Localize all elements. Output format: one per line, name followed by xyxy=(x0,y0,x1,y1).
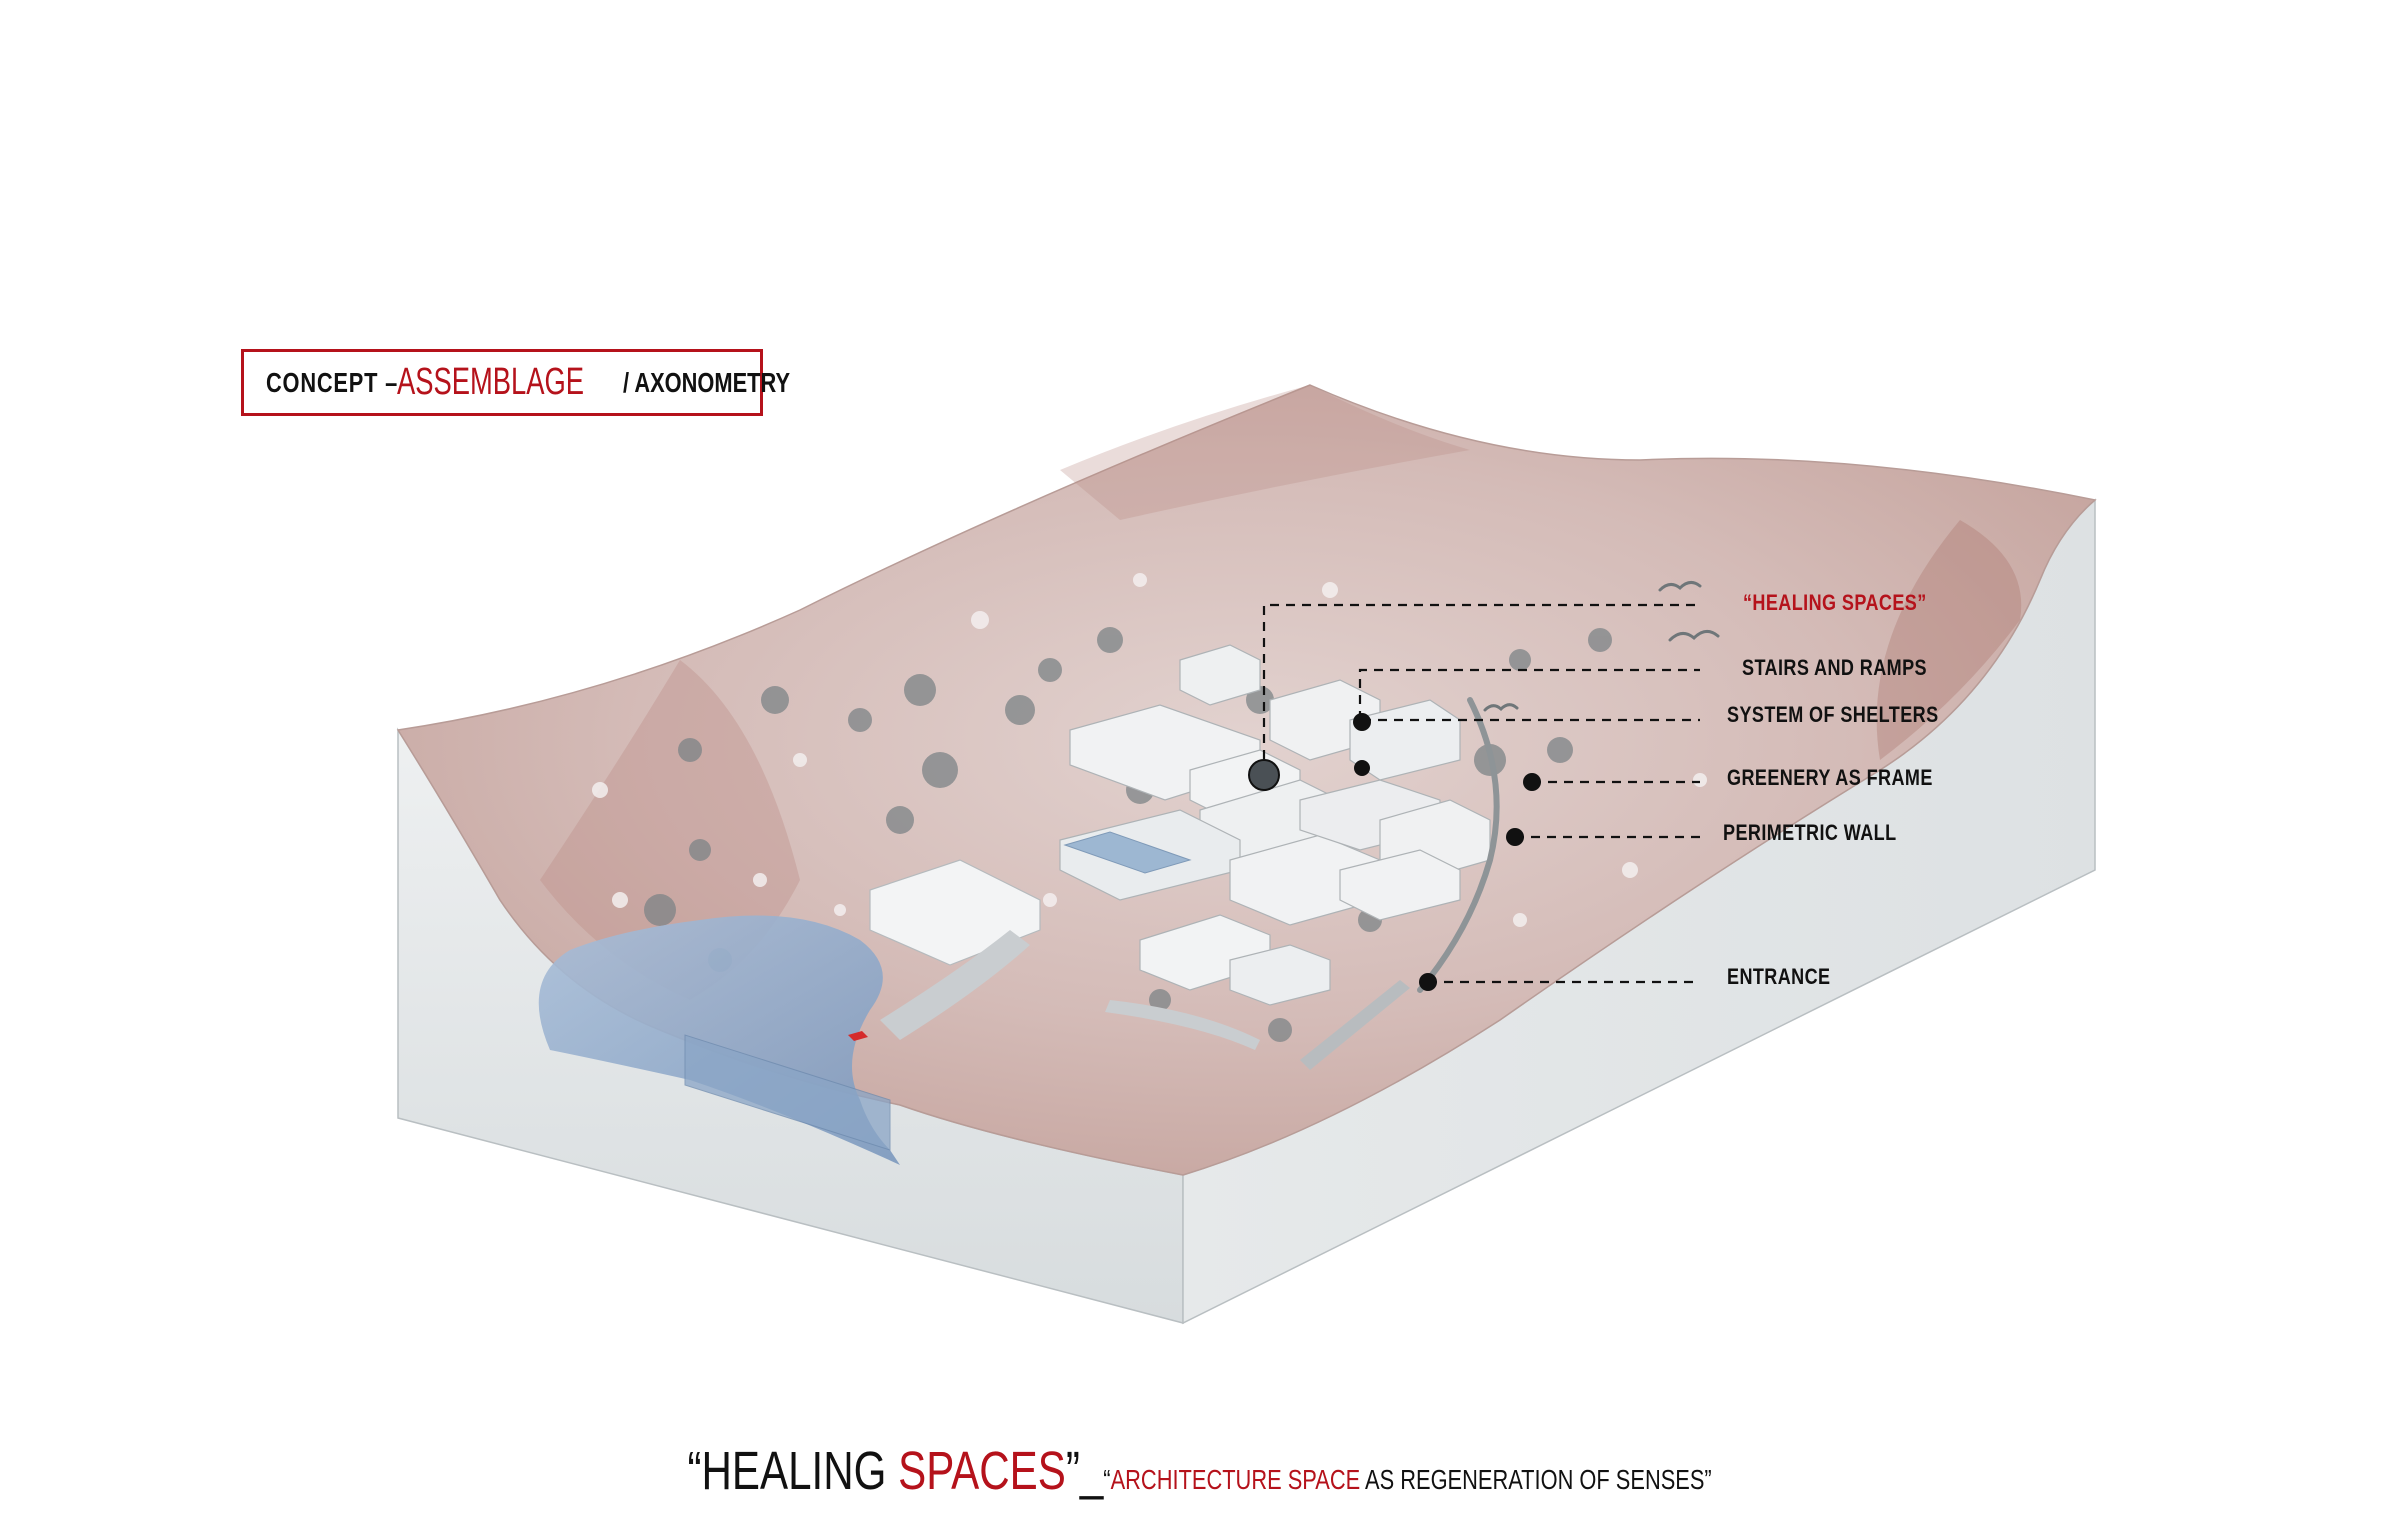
annotation-healing-spaces: “HEALING SPACES” xyxy=(1743,590,1927,615)
concept-label: CONCEPT – xyxy=(266,366,399,398)
axonometry-label: / AXONOMETRY xyxy=(623,366,791,398)
footer-quote-close: ”_ xyxy=(1066,1441,1104,1501)
pale-tree-cluster xyxy=(592,573,1707,927)
footer-sub-open: “ xyxy=(1103,1464,1112,1495)
assemblage-label: ASSEMBLAGE xyxy=(397,361,585,403)
leader-lines xyxy=(1262,603,1700,984)
perimetric-wall xyxy=(1417,697,1500,993)
annotation-perimetric-wall: PERIMETRIC WALL xyxy=(1723,820,1897,845)
annotation-stairs-and-ramps: STAIRS AND RAMPS xyxy=(1742,655,1927,680)
ramp-path-3 xyxy=(1300,980,1410,1070)
leader-dots xyxy=(1248,713,1541,991)
terrain-shade-top xyxy=(1060,385,1470,520)
footer-caption: “HEALING SPACES”_“ARCHITECTURE SPACE AS … xyxy=(0,1440,2400,1502)
terrain-shade-right xyxy=(1876,520,2022,760)
building-complex xyxy=(1059,644,1491,1006)
leader-healing-spaces xyxy=(1262,603,1700,775)
footer-sub-red: ARCHITECTURE SPACE xyxy=(1111,1464,1361,1495)
birds xyxy=(1483,581,1720,712)
ramp-path-2 xyxy=(1105,1000,1260,1050)
pool xyxy=(1063,831,1192,874)
footer-sub-rest: AS REGENERATION OF SENSES” xyxy=(1360,1464,1713,1495)
red-marker xyxy=(848,1031,868,1041)
footer-quote-open: “HEALING xyxy=(687,1441,899,1501)
ramp-path xyxy=(880,930,1030,1040)
annotation-entrance: ENTRANCE xyxy=(1727,964,1831,989)
water-pavilion xyxy=(869,859,1041,966)
footer-quote-red: SPACES xyxy=(898,1441,1067,1501)
annotation-greenery-as-frame: GREENERY AS FRAME xyxy=(1727,765,1933,790)
concept-title-box: CONCEPT – ASSEMBLAGE / AXONOMETRY xyxy=(241,349,790,416)
terrain-shade-left xyxy=(540,660,800,1000)
leader-stairs-ramps xyxy=(1358,668,1700,720)
water-cut-face xyxy=(684,1034,891,1151)
annotation-system-of-shelters: SYSTEM OF SHELTERS xyxy=(1727,702,1939,727)
